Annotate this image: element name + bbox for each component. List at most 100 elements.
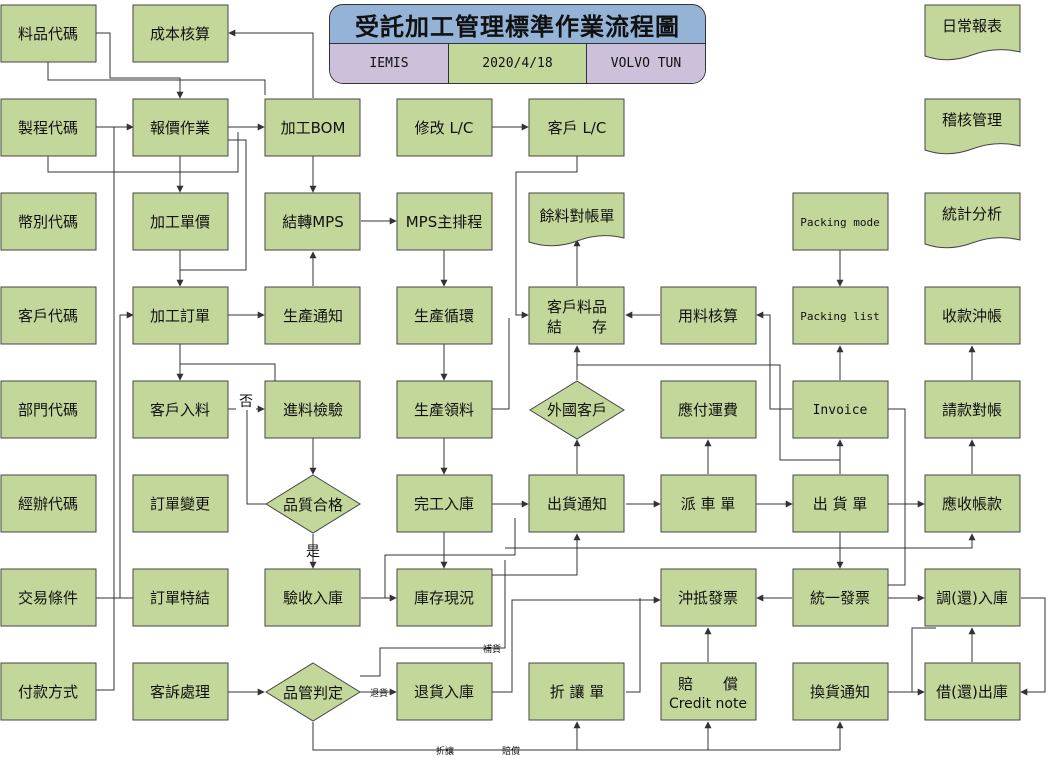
box-complaint[interactable]: 客訴處理 [132, 662, 229, 721]
box-label: 調(還)入庫 [936, 589, 1008, 607]
box-handler-code[interactable]: 經辦代碼 [0, 474, 97, 533]
box-uniform-invoice[interactable]: 統一發票 [792, 568, 889, 627]
box-label: 折 讓 單 [550, 683, 605, 701]
edge-label-replenish: 補貨 [483, 643, 501, 655]
title-header: 受託加工管理標準作業流程圖 IEMIS 2020/4/18 VOLVO TUN [329, 4, 706, 84]
doc-daily-report[interactable]: 日常報表 [924, 4, 1021, 61]
box-label: 請款對帳 [942, 401, 1002, 419]
box-label: 出 貨 單 [813, 495, 868, 513]
box-label: 料品代碼 [18, 25, 78, 43]
box-dept-code[interactable]: 部門代碼 [0, 380, 97, 439]
diamond-qc-judge[interactable]: 品管判定 [265, 662, 361, 722]
box-label: 訂單特結 [150, 589, 210, 607]
box-label: 完工入庫 [414, 495, 474, 513]
box-borrow-out[interactable]: 借(還)出庫 [924, 662, 1021, 721]
box-receivable[interactable]: 應收帳款 [924, 474, 1021, 533]
box-process-code[interactable]: 製程代碼 [0, 98, 97, 157]
box-discount[interactable]: 折 讓 單 [528, 662, 625, 721]
edge-label-discount: 折讓 [436, 745, 454, 757]
box-freight[interactable]: 應付運費 [660, 380, 757, 439]
box-transfer-mps[interactable]: 結轉MPS [264, 192, 361, 251]
box-label: 換貨通知 [810, 683, 870, 701]
box-adjust-in[interactable]: 調(還)入庫 [924, 568, 1021, 627]
box-customer-code[interactable]: 客戶代碼 [0, 286, 97, 345]
diamond-label: 品管判定 [283, 684, 343, 702]
doc-audit-mgmt[interactable]: 稽核管理 [924, 98, 1021, 155]
box-collection[interactable]: 收款沖帳 [924, 286, 1021, 345]
box-order-close[interactable]: 訂單特結 [132, 568, 229, 627]
box-modify-lc[interactable]: 修改 L/C [396, 98, 493, 157]
box-ship-notice[interactable]: 出貨通知 [528, 474, 625, 533]
box-item-code[interactable]: 料品代碼 [0, 4, 97, 63]
box-billing[interactable]: 請款對帳 [924, 380, 1021, 439]
box-label: 交易條件 [18, 589, 78, 607]
box-incoming-qc[interactable]: 進料檢驗 [264, 380, 361, 439]
doc-remnant-statement[interactable]: 餘料對帳單 [528, 192, 625, 247]
box-process-bom[interactable]: 加工BOM [264, 98, 361, 157]
box-payment[interactable]: 付款方式 [0, 662, 97, 721]
box-label: 客訴處理 [150, 683, 210, 701]
box-label: 加工單價 [150, 213, 210, 231]
box-label: 客戶入料 [150, 401, 210, 419]
box-label: 製程代碼 [18, 119, 78, 137]
diamond-foreign-customer[interactable]: 外國客戶 [529, 380, 625, 440]
box-process-order[interactable]: 加工訂單 [132, 286, 229, 345]
box-stock-status[interactable]: 庫存現況 [396, 568, 493, 627]
box-label: 訂單變更 [150, 495, 210, 513]
box-label: 生產領料 [414, 401, 474, 419]
box-order-change[interactable]: 訂單變更 [132, 474, 229, 533]
box-return-in[interactable]: 退貨入庫 [396, 662, 493, 721]
box-packing-mode[interactable]: Packing mode [792, 192, 889, 251]
box-label: Packing list [800, 310, 879, 323]
box-label: 收款沖帳 [942, 307, 1002, 325]
box-label: 出貨通知 [547, 495, 607, 513]
box-label: 客戶 L/C [548, 119, 607, 137]
box-label: 加工訂單 [150, 307, 210, 325]
box-material-calc[interactable]: 用料核算 [660, 286, 757, 345]
box-label: 結轉MPS [282, 213, 344, 231]
box-prod-pick[interactable]: 生產領料 [396, 380, 493, 439]
doc-label: 日常報表 [942, 17, 1002, 35]
diamond-label: 品質合格 [283, 496, 343, 514]
box-prod-cycle[interactable]: 生產循環 [396, 286, 493, 345]
box-label-line1: 客戶料品 [547, 298, 607, 316]
doc-label: 統計分析 [942, 205, 1002, 223]
box-label: 成本核算 [150, 25, 210, 43]
box-prod-notice[interactable]: 生產通知 [264, 286, 361, 345]
diamond-quality-ok[interactable]: 品質合格 [265, 474, 361, 534]
box-currency-code[interactable]: 幣別代碼 [0, 192, 97, 251]
box-offset-invoice[interactable]: 沖抵發票 [660, 568, 757, 627]
box-customer-in[interactable]: 客戶入料 [132, 380, 229, 439]
box-accept-in[interactable]: 驗收入庫 [264, 568, 361, 627]
box-label: 修改 L/C [415, 119, 474, 137]
edge-label-return: 退貨 [370, 687, 388, 699]
box-label: 統一發票 [810, 589, 870, 607]
box-label-line2: 結 存 [547, 318, 607, 336]
box-label: 用料核算 [678, 307, 738, 325]
box-trade-terms[interactable]: 交易條件 [0, 568, 97, 627]
header-system: IEMIS [330, 44, 449, 83]
header-author: VOLVO TUN [587, 44, 705, 83]
box-exchange[interactable]: 換貨通知 [792, 662, 889, 721]
box-customer-stock[interactable]: 客戶料品 結 存 [528, 286, 625, 345]
box-invoice[interactable]: Invoice [792, 380, 889, 439]
header-info-row: IEMIS 2020/4/18 VOLVO TUN [329, 44, 706, 84]
box-label: 付款方式 [18, 683, 78, 701]
box-compensation[interactable]: 賠 償 Credit note [660, 662, 757, 721]
box-label: 經辦代碼 [18, 495, 78, 513]
edge-label-compensate: 賠償 [502, 745, 520, 757]
box-packing-list[interactable]: Packing list [792, 286, 889, 345]
box-dispatch[interactable]: 派 車 單 [660, 474, 757, 533]
box-label: 沖抵發票 [678, 589, 738, 607]
box-cost-check[interactable]: 成本核算 [132, 4, 229, 63]
box-ship-order[interactable]: 出 貨 單 [792, 474, 889, 533]
edge-label-no: 否 [239, 394, 253, 410]
box-mps-schedule[interactable]: MPS主排程 [396, 192, 493, 251]
box-finish-in[interactable]: 完工入庫 [396, 474, 493, 533]
box-customer-lc[interactable]: 客戶 L/C [528, 98, 625, 157]
box-quote[interactable]: 報價作業 [132, 98, 229, 157]
box-label-line1: 賠 償 [678, 675, 738, 693]
doc-statistics[interactable]: 統計分析 [924, 192, 1021, 249]
box-process-price[interactable]: 加工單價 [132, 192, 229, 251]
box-label: 應收帳款 [942, 495, 1002, 513]
